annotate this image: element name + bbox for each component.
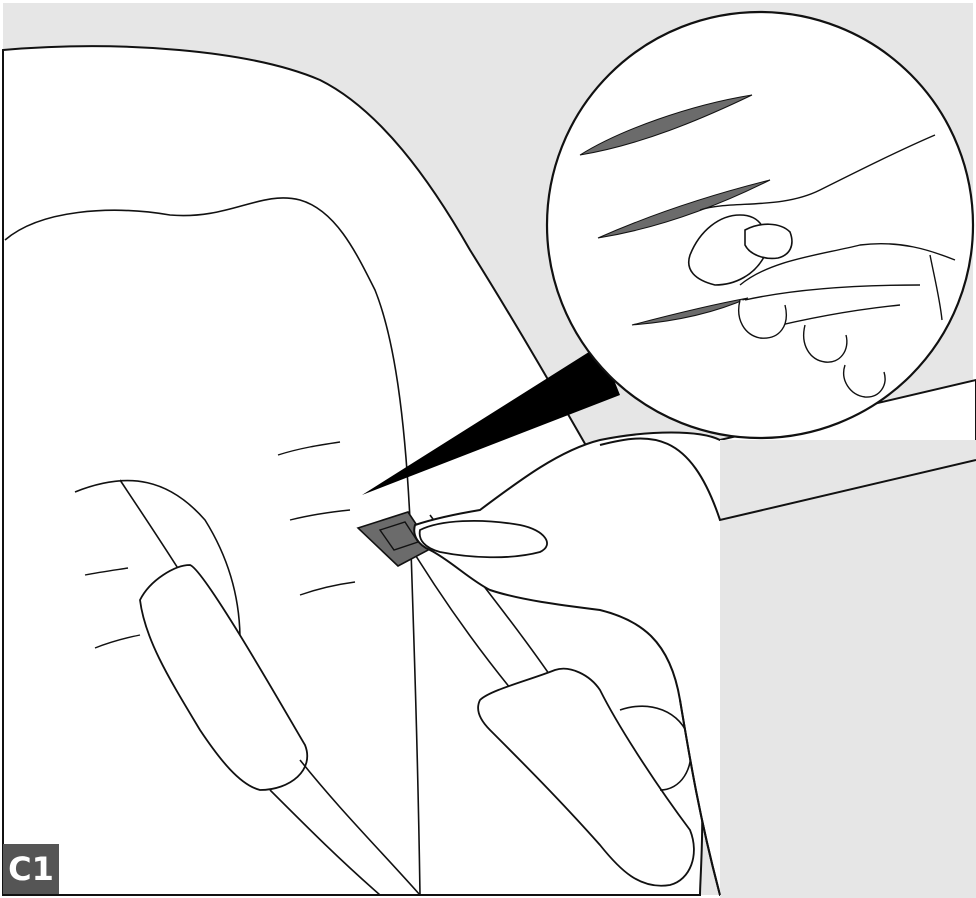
thumb [420, 521, 547, 557]
magnifier-callout [547, 12, 973, 438]
step-label: C1 [3, 844, 59, 894]
forearm-shadow-area [720, 440, 976, 898]
